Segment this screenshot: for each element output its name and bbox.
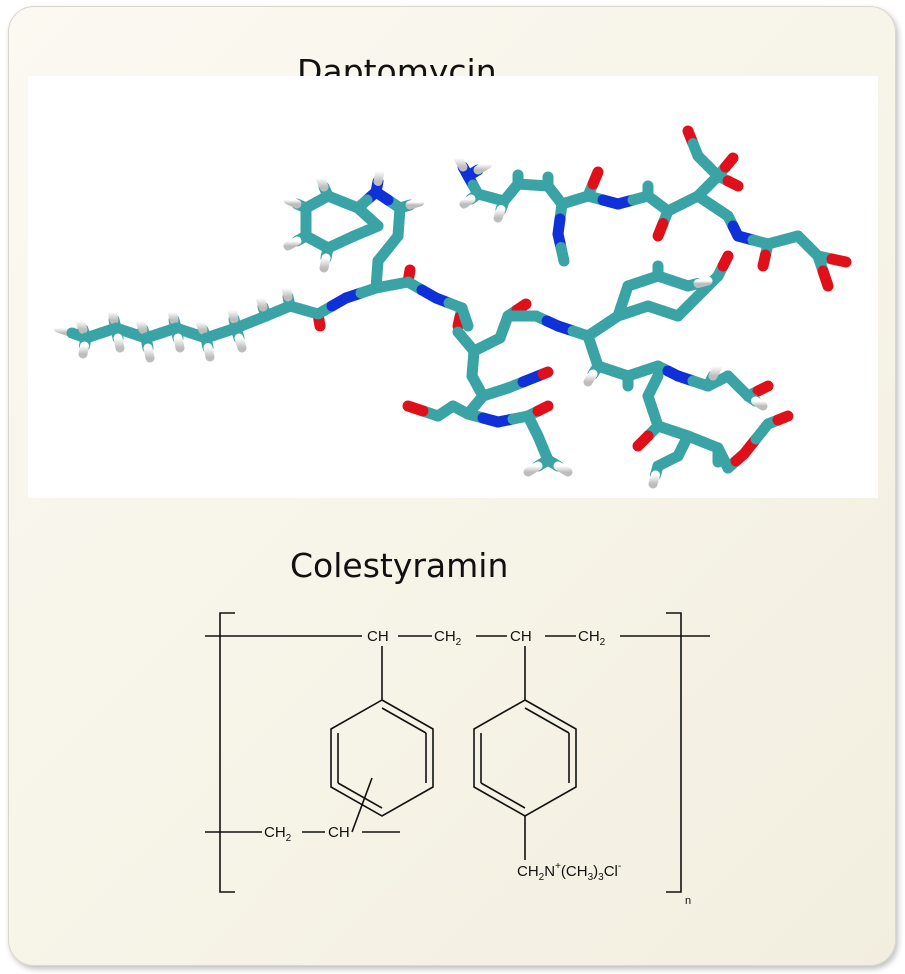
bond-segment <box>459 194 476 209</box>
bond-segment <box>817 265 834 292</box>
bond-segment <box>167 307 179 325</box>
bond-segment <box>78 341 89 359</box>
bond-segment <box>227 305 239 324</box>
bond-segment <box>473 159 493 175</box>
bond-segment <box>702 160 724 182</box>
bond-segment <box>173 333 185 353</box>
bond-segment <box>511 298 532 316</box>
bond-segment <box>751 396 768 411</box>
bond-segment <box>315 173 329 192</box>
bond-segment <box>143 343 155 363</box>
bond-segment <box>459 311 474 332</box>
bond-segment <box>555 242 570 267</box>
bond-segment <box>772 410 794 426</box>
bond-segment <box>826 253 852 268</box>
bond-segment <box>283 195 302 209</box>
bond-segment <box>319 253 331 273</box>
bond-segment <box>313 314 326 332</box>
bond-segment <box>583 369 598 387</box>
bond-segment <box>402 400 429 417</box>
bond-segment <box>587 166 604 190</box>
bond-segment <box>360 220 384 237</box>
bond-segment <box>632 430 654 452</box>
bond-segment <box>452 311 466 332</box>
bond-segment <box>234 333 247 353</box>
bond-segment <box>652 218 669 242</box>
bond-segment <box>693 276 713 288</box>
bond-segment <box>532 400 554 417</box>
bond-segment <box>523 461 543 477</box>
bond-segment <box>373 166 385 186</box>
bond-segment <box>75 316 88 334</box>
bond-segment <box>757 249 771 272</box>
bond-segment <box>403 264 416 282</box>
bond-segment <box>720 152 739 173</box>
bond-segment <box>752 380 774 397</box>
bond-segment <box>135 316 148 334</box>
bond-segment <box>722 175 744 192</box>
bond-segment <box>537 366 554 380</box>
bond-segment <box>717 250 734 272</box>
bond-segment <box>203 343 215 362</box>
bond-segment <box>405 197 425 210</box>
bond-segment <box>553 461 573 477</box>
bond-segment <box>107 307 119 325</box>
bond-segment <box>493 205 506 223</box>
bond-segment <box>453 153 468 172</box>
bond-segment <box>281 283 293 302</box>
bond-segment <box>708 361 723 381</box>
bond-segment <box>113 333 125 353</box>
bond-segment <box>255 293 268 312</box>
bond-segment <box>648 470 660 489</box>
daptomycin-stick-model <box>53 125 852 489</box>
bond-segment <box>283 236 302 251</box>
colestyramin-title: Colestyramin <box>290 546 509 585</box>
daptomycin-3d-model <box>28 76 878 498</box>
bond-segment <box>195 317 208 335</box>
